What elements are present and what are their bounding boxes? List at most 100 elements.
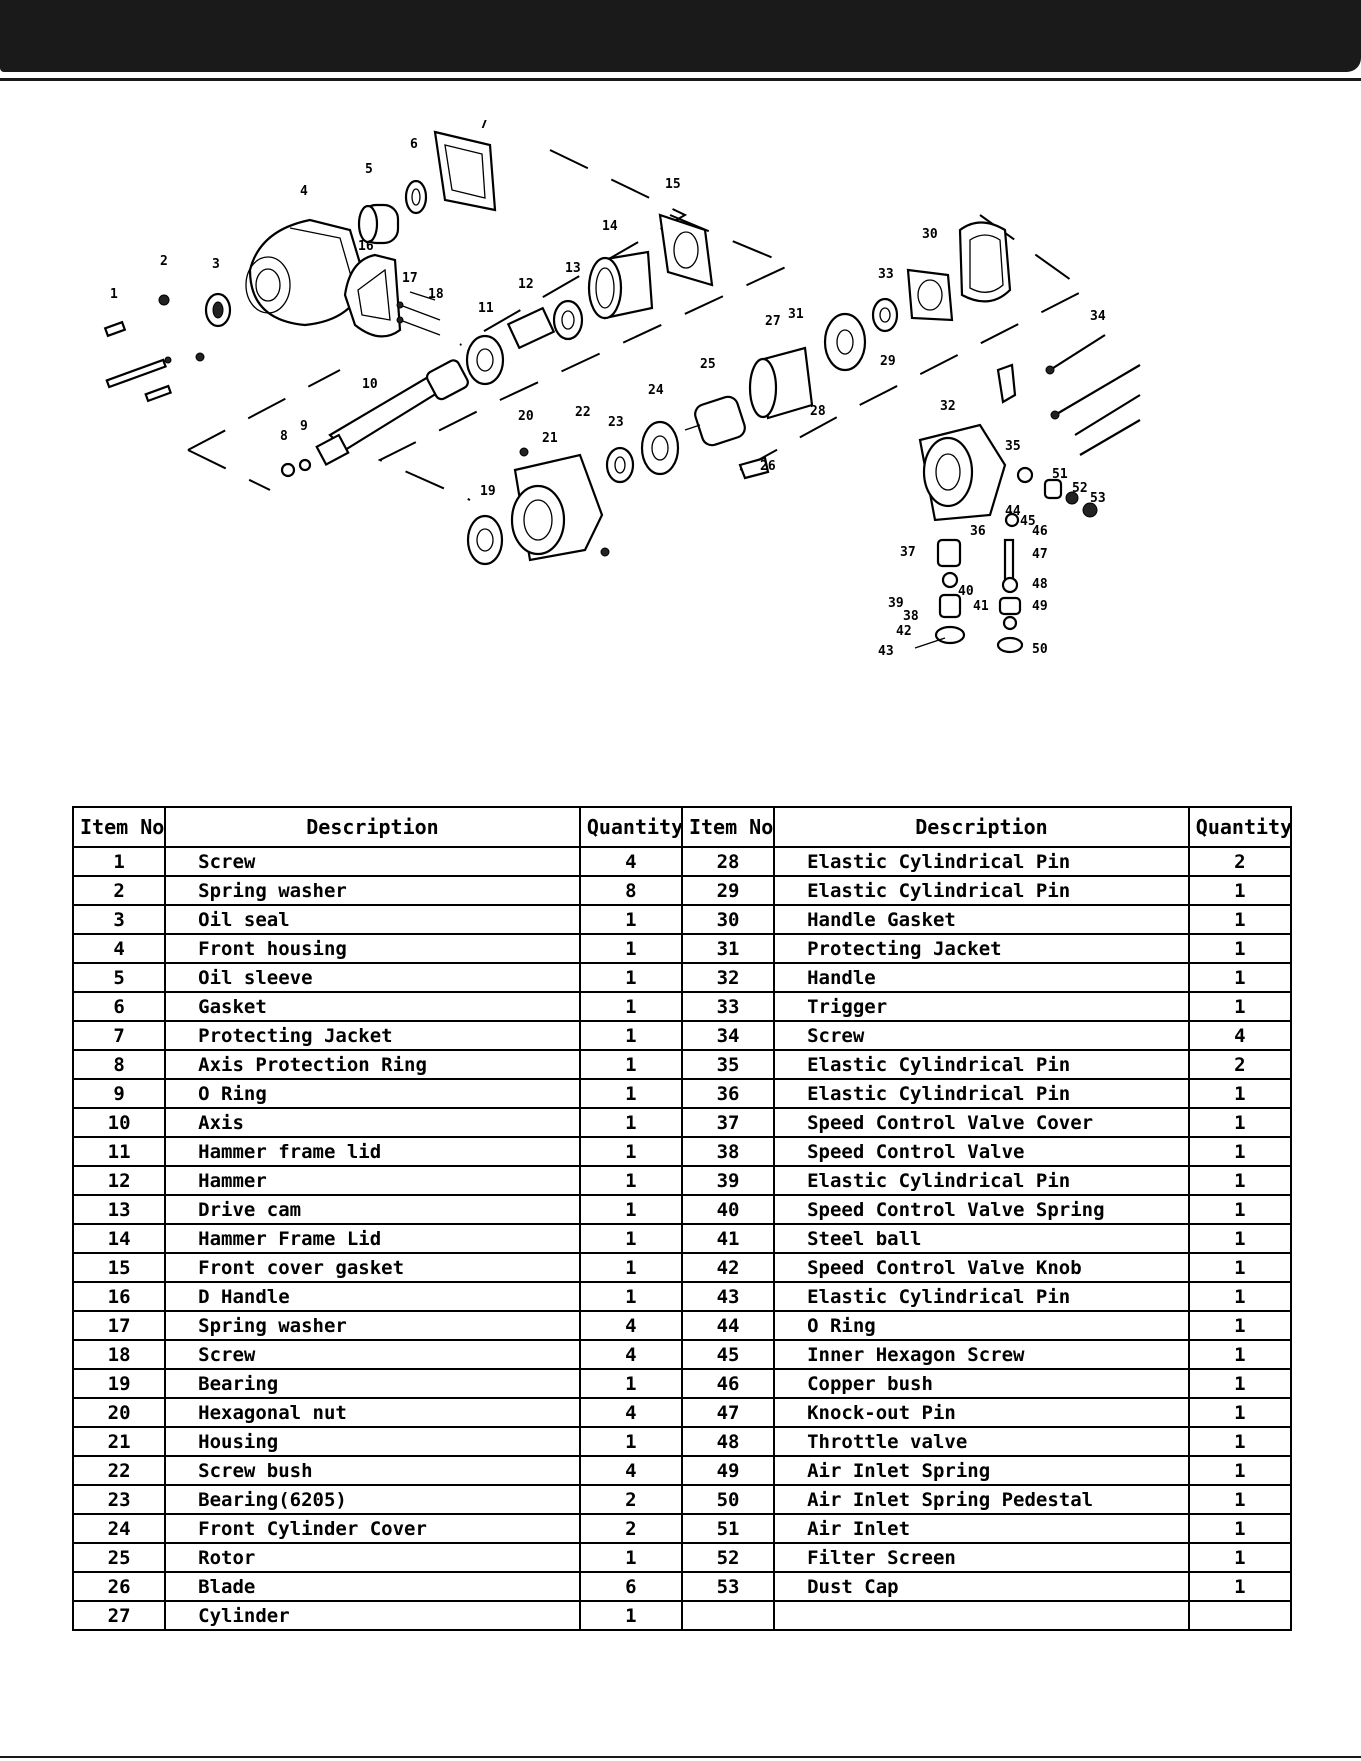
table-cell: Elastic Cylindrical Pin	[773, 1049, 1190, 1080]
table-cell: 34	[680, 1020, 776, 1051]
table-cell: Knock-out Pin	[773, 1397, 1190, 1428]
table-cell: 2	[71, 875, 167, 906]
table-cell: Axis	[164, 1107, 581, 1138]
table-cell: 1	[1187, 1136, 1293, 1167]
table-cell: 37	[680, 1107, 776, 1138]
part-screws-right	[1045, 334, 1141, 456]
svg-text:30: 30	[922, 227, 938, 242]
table-cell: 4	[578, 1339, 683, 1370]
svg-text:33: 33	[878, 267, 894, 282]
svg-text:48: 48	[1032, 577, 1048, 592]
svg-text:13: 13	[565, 261, 581, 276]
table-cell: 1	[1187, 1455, 1293, 1486]
svg-text:2: 2	[160, 254, 168, 269]
part-rear-cylinder-cover	[823, 312, 867, 372]
table-cell: 24	[71, 1513, 167, 1544]
table-cell: 1	[578, 1078, 683, 1109]
table-cell: Air Inlet Spring Pedestal	[773, 1484, 1190, 1515]
table-cell: 1	[1187, 1310, 1293, 1341]
table-cell: Elastic Cylindrical Pin	[773, 875, 1190, 906]
footer-rule	[0, 1756, 1361, 1758]
table-cell: 12	[71, 1165, 167, 1196]
part-bearing-33	[871, 297, 899, 333]
table-cell: 1	[1187, 1078, 1293, 1109]
table-cell: Screw bush	[164, 1455, 581, 1486]
table-cell: 1	[578, 1426, 683, 1457]
table-cell: 1	[1187, 1194, 1293, 1225]
svg-text:37: 37	[900, 545, 916, 560]
table-cell: Air Inlet	[773, 1513, 1190, 1544]
svg-text:1: 1	[110, 287, 118, 302]
table-cell: 1	[578, 1107, 683, 1138]
table-cell: 1	[578, 933, 683, 964]
table-cell: 7	[71, 1020, 167, 1051]
table-cell: 1	[1187, 1339, 1293, 1370]
table-cell: 1	[1187, 1426, 1293, 1457]
table-cell: 15	[71, 1252, 167, 1283]
table-cell: 13	[71, 1194, 167, 1225]
part-cylinder	[748, 346, 814, 420]
svg-text:52: 52	[1072, 481, 1088, 496]
table-cell: 1	[578, 1252, 683, 1283]
table-cell: 51	[680, 1513, 776, 1544]
part-drive-cam	[552, 299, 584, 341]
part-front-cover-gasket	[658, 213, 714, 287]
part-housing	[510, 453, 604, 562]
table-cell: 29	[680, 875, 776, 906]
table-cell: 41	[680, 1223, 776, 1254]
svg-text:17: 17	[402, 271, 418, 286]
table-cell: 1	[1187, 1252, 1293, 1283]
table-cell: 1	[578, 991, 683, 1022]
table-cell: 1	[1187, 1368, 1293, 1399]
svg-text:35: 35	[1005, 439, 1021, 454]
table-cell: Screw	[773, 1020, 1190, 1051]
table-cell: Elastic Cylindrical Pin	[773, 1281, 1190, 1312]
table-cell: 38	[680, 1136, 776, 1167]
header-item-no-2: Item No	[680, 806, 776, 848]
table-cell: Spring washer	[164, 875, 581, 906]
svg-text:6: 6	[410, 137, 418, 152]
svg-text:38: 38	[903, 609, 919, 624]
part-hammer-frame-lid	[465, 334, 505, 386]
header-description: Description	[164, 806, 581, 848]
svg-text:39: 39	[888, 596, 904, 611]
table-cell: 5	[71, 962, 167, 993]
table-cell: 1	[578, 962, 683, 993]
part-front-cylinder-cover	[640, 420, 680, 476]
table-cell: Air Inlet Spring	[773, 1455, 1190, 1486]
svg-text:31: 31	[788, 307, 804, 322]
header-rule	[0, 78, 1361, 81]
table-cell: Bearing(6205)	[164, 1484, 581, 1515]
table-cell: 36	[680, 1078, 776, 1109]
svg-text:5: 5	[365, 162, 373, 177]
table-cell: 1	[1187, 1542, 1293, 1573]
svg-text:20: 20	[518, 409, 534, 424]
table-cell: Inner Hexagon Screw	[773, 1339, 1190, 1370]
parts-list-table: Item No Description Quantity Item No Des…	[71, 806, 1293, 1631]
table-cell: 4	[578, 1310, 683, 1341]
table-cell: 1	[1187, 962, 1293, 993]
table-cell: 6	[578, 1571, 683, 1602]
table-cell: 43	[680, 1281, 776, 1312]
table-cell: 1	[578, 1368, 683, 1399]
table-cell: Hammer	[164, 1165, 581, 1196]
part-o-ring	[298, 458, 312, 472]
svg-text:18: 18	[428, 287, 444, 302]
table-cell: 45	[680, 1339, 776, 1370]
part-gasket	[404, 179, 428, 215]
svg-text:16: 16	[358, 239, 374, 254]
svg-text:24: 24	[648, 383, 664, 398]
table-cell: Hammer frame lid	[164, 1136, 581, 1167]
